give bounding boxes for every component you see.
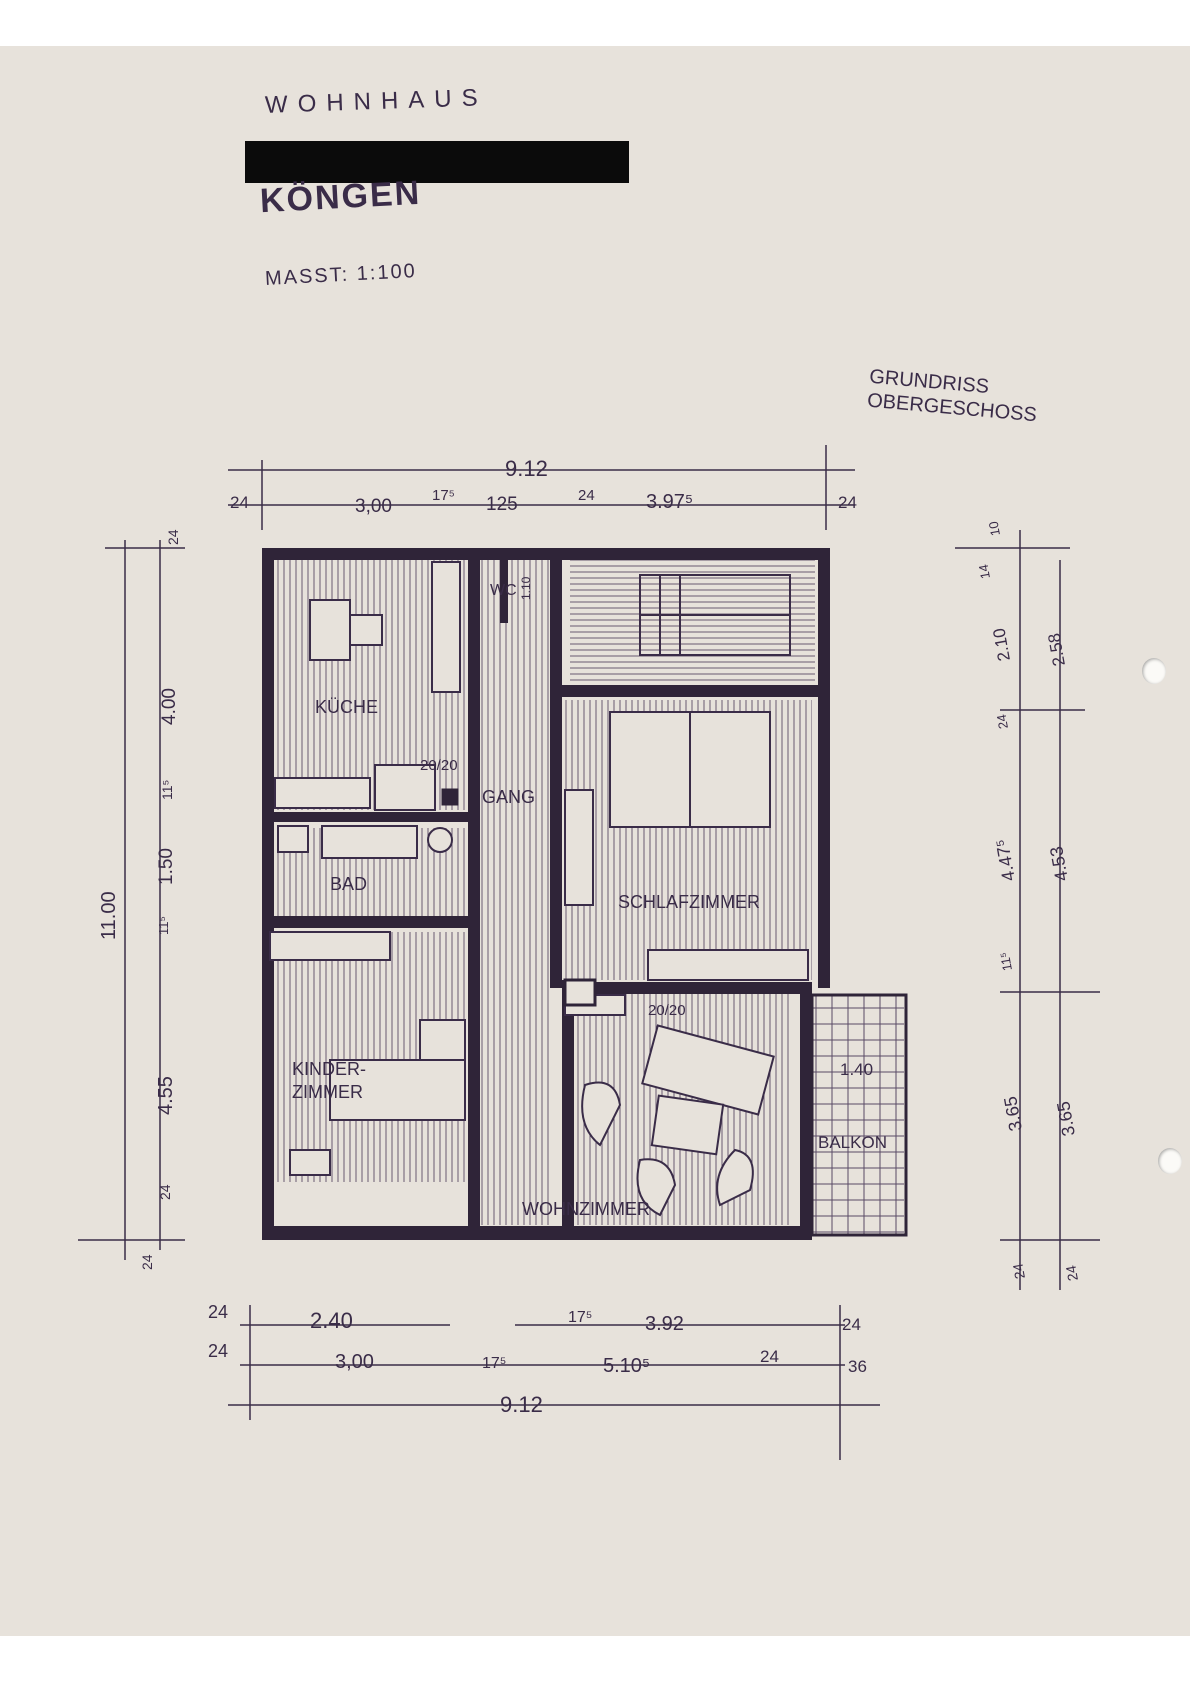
- left-dimensions: [78, 540, 185, 1260]
- dim-left-total: 11.00: [98, 891, 120, 940]
- dim-right-5: 24: [994, 713, 1011, 730]
- dim-top-seg-2: 3,00: [355, 496, 392, 517]
- chimney-label-living: 20/20: [648, 1002, 686, 1019]
- balcony-railing: [810, 993, 908, 1237]
- walls: [262, 548, 830, 1240]
- dim-bottom-r2-3: 17⁵: [482, 1355, 506, 1372]
- dim-right-1: 10: [986, 520, 1003, 537]
- punch-hole: [1142, 658, 1166, 684]
- dim-right-2: 14: [976, 563, 993, 580]
- room-label-wohnzimmer: WOHNZIMMER: [522, 1199, 650, 1219]
- dim-bottom-r1-2: 2.40: [310, 1308, 353, 1333]
- chimneys: [441, 788, 597, 1007]
- dim-right-11: 24: [1009, 1262, 1027, 1280]
- schlafzimmer-furniture: [564, 711, 809, 981]
- room-label-kinderzimmer-2: ZIMMER: [292, 1082, 363, 1102]
- dim-left-seg-3: 11⁵: [159, 780, 175, 800]
- dim-bottom-r2-4: 5.10⁵: [603, 1355, 650, 1377]
- room-label-schlafzimmer: SCHLAFZIMMER: [618, 892, 760, 912]
- redaction-bar: [245, 141, 629, 183]
- room-labels: KÜCHE BAD WC GANG SCHLAFZIMMER KINDER- Z…: [292, 576, 887, 1219]
- balcony-depth-label: 1.40: [840, 1060, 873, 1079]
- room-label-balkon: BALKON: [818, 1133, 887, 1152]
- dim-left-seg-8: 24: [139, 1254, 155, 1270]
- dim-top-seg-5: 24: [578, 487, 595, 504]
- dim-right-10: 3.65: [1053, 1100, 1079, 1138]
- room-label-gang: GANG: [482, 787, 535, 807]
- dim-bottom-r2-5: 24: [760, 1347, 779, 1366]
- dim-right-4: 2.58: [1044, 632, 1068, 668]
- dim-top-seg-6: 3.97⁵: [646, 491, 693, 513]
- kinderzimmer-furniture: [269, 931, 466, 1176]
- dim-top-seg-1: 24: [230, 493, 249, 512]
- bottom-dimensions: [228, 1305, 880, 1460]
- dim-right-7: 4.53: [1046, 845, 1072, 883]
- dim-left-seg-4: 1.50: [156, 848, 177, 885]
- dim-left-seg-5: 11⁵: [156, 916, 171, 935]
- dim-bottom-r2-6: 36: [848, 1357, 867, 1376]
- wc-height-label: 1.10: [519, 576, 533, 600]
- room-label-bad: BAD: [330, 874, 367, 894]
- dim-left-seg-7: 24: [157, 1184, 173, 1200]
- dim-bottom-r1-1: 24: [208, 1302, 228, 1322]
- dim-right-8: 11⁵: [997, 951, 1015, 972]
- dim-bottom-total: 9.12: [500, 1392, 543, 1417]
- dim-bottom-r1-5: 24: [842, 1315, 861, 1334]
- dim-left-seg-2: 4.00: [159, 688, 180, 725]
- bath-fixtures: [277, 825, 453, 859]
- dim-right-3: 2.10: [989, 627, 1013, 663]
- dim-left-seg-6: 4.55: [155, 1076, 177, 1115]
- dim-right-9: 3.65: [1000, 1095, 1026, 1133]
- dim-right-6: 4.47⁵: [992, 837, 1019, 882]
- dim-bottom-r2-1: 24: [208, 1341, 228, 1361]
- dim-top-seg-4: 125: [486, 494, 518, 515]
- dim-top-seg-3: 17⁵: [432, 487, 455, 504]
- room-label-kinderzimmer-1: KINDER-: [292, 1059, 366, 1079]
- staircase: [639, 574, 791, 656]
- dim-left-seg-1: 24: [165, 529, 181, 545]
- room-label-kueche: KÜCHE: [315, 697, 378, 717]
- top-dimensions: [228, 445, 855, 530]
- right-dimensions: [955, 530, 1100, 1290]
- kitchen-fixtures: [274, 561, 461, 811]
- punch-hole: [1158, 1148, 1182, 1174]
- room-label-wc: WC: [490, 582, 517, 599]
- dim-top-total: 9.12: [505, 456, 548, 481]
- dim-right-12: 24: [1062, 1264, 1080, 1282]
- dim-top-seg-7: 24: [838, 493, 857, 512]
- dim-bottom-r1-3: 17⁵: [568, 1309, 592, 1326]
- chimney-label-kitchen: 20/20: [420, 757, 458, 774]
- dim-bottom-r2-2: 3,00: [335, 1351, 374, 1373]
- dim-bottom-r1-4: 3.92: [645, 1313, 684, 1335]
